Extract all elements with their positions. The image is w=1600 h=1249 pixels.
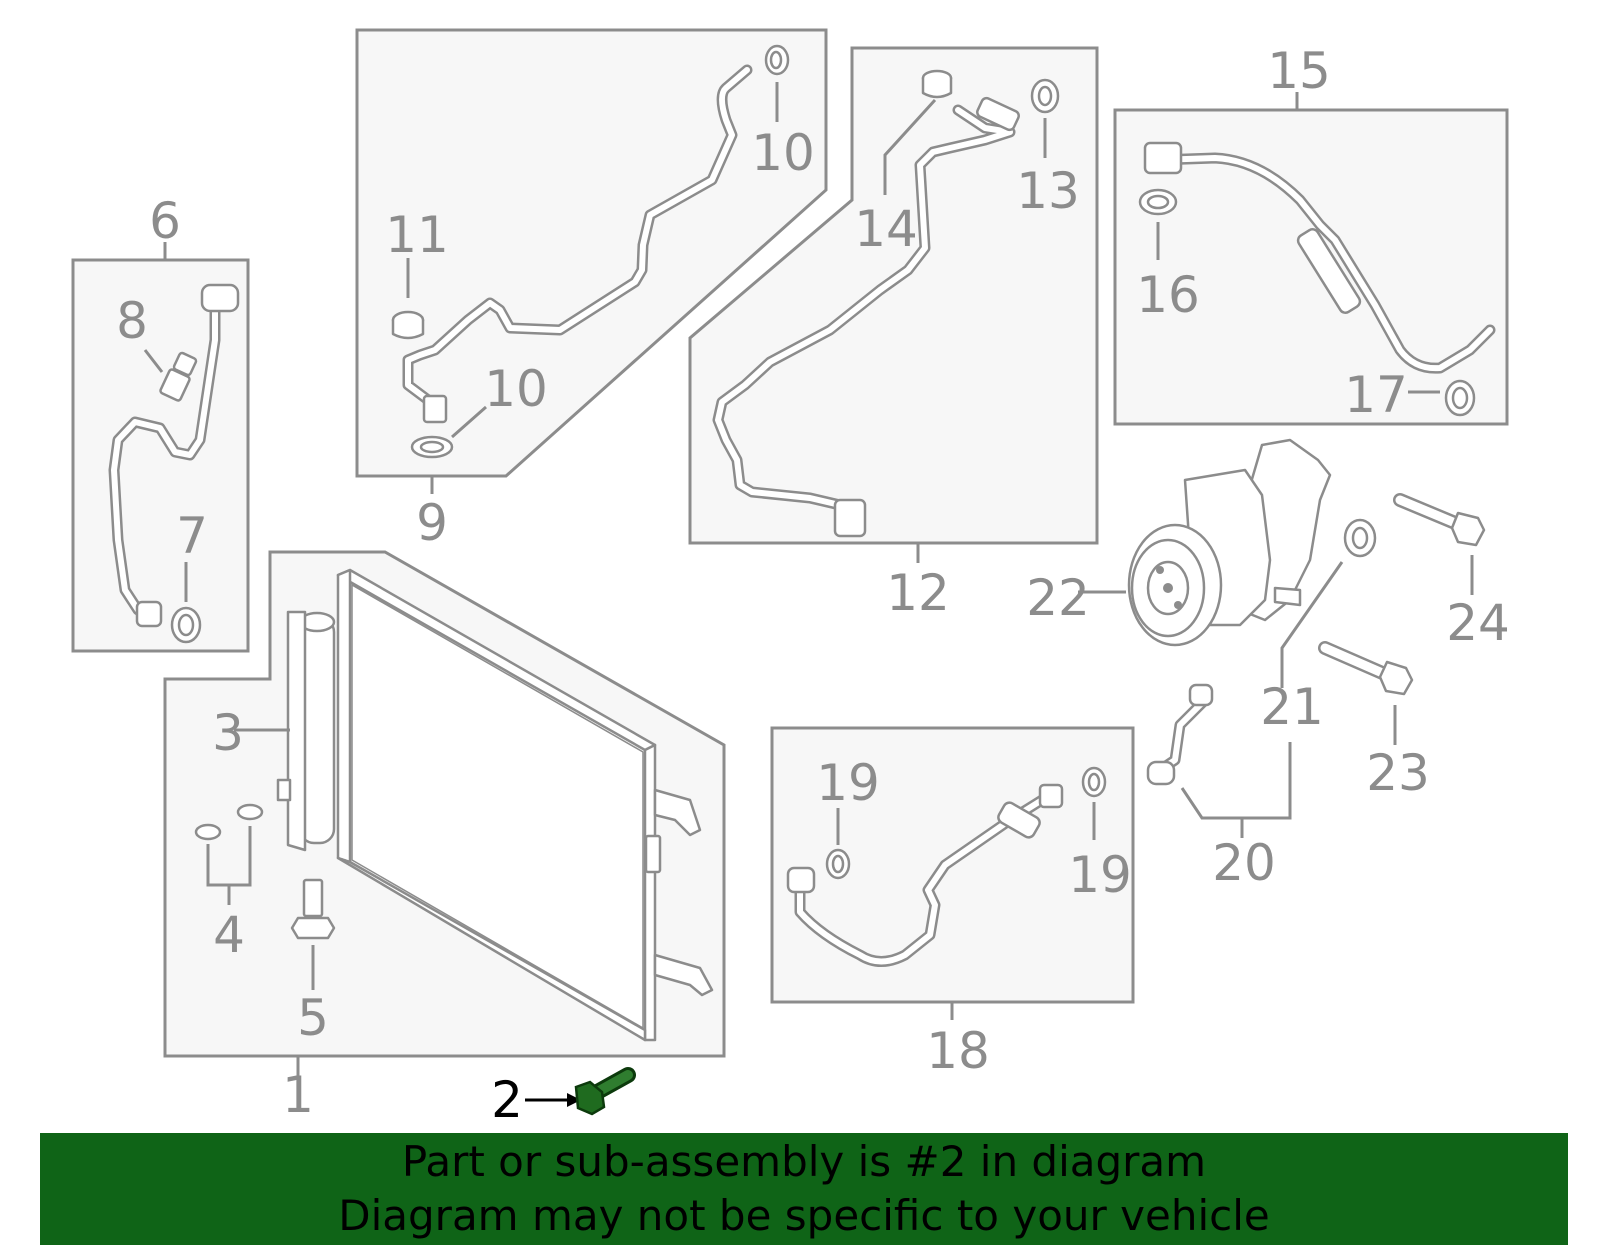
pipe-fitting-icon (1146, 760, 1176, 786)
service-cap-icon (921, 69, 953, 99)
pipe-fitting-icon (422, 394, 448, 424)
bolt-icon (290, 878, 336, 940)
panel-18-hose[interactable]: 19 19 18 (770, 726, 1135, 1080)
callout-15[interactable]: 15 (1267, 42, 1331, 100)
callout-1[interactable]: 1 (282, 1066, 314, 1124)
pipe-fitting-icon (833, 498, 867, 538)
callout-18[interactable]: 18 (926, 1022, 990, 1080)
pipe-fitting-icon (1038, 783, 1064, 809)
callout-11[interactable]: 11 (385, 206, 449, 264)
o-ring-icon (194, 803, 264, 841)
callout-10[interactable]: 10 (484, 360, 548, 418)
callout-16[interactable]: 16 (1136, 266, 1200, 324)
callout-19[interactable]: 19 (816, 754, 880, 812)
callout-20[interactable]: 20 (1212, 834, 1276, 892)
receiver-drier-icon (276, 610, 336, 852)
part-21-o-ring[interactable]: 21 (1260, 518, 1377, 736)
o-ring-icon (410, 435, 454, 459)
panel-15-hose[interactable]: 16 17 15 (1113, 42, 1509, 426)
service-cap-icon (391, 310, 425, 340)
callout-12[interactable]: 12 (886, 564, 950, 622)
o-ring-icon (1030, 78, 1060, 114)
callout-19[interactable]: 19 (1068, 846, 1132, 904)
callout-4[interactable]: 4 (213, 906, 245, 964)
part-23-bolt[interactable]: 23 (1318, 641, 1430, 802)
callout-10[interactable]: 10 (751, 124, 815, 182)
pipe-fitting-icon (786, 866, 816, 894)
banner-line-1: Part or sub-assembly is #2 in diagram (401, 1137, 1207, 1186)
callout-14[interactable]: 14 (854, 200, 918, 258)
hose-sleeve-icon (997, 801, 1041, 839)
callout-8[interactable]: 8 (116, 292, 148, 350)
callout-9[interactable]: 9 (416, 494, 448, 552)
banner-line-2: Diagram may not be specific to your vehi… (338, 1191, 1270, 1240)
o-ring-icon (1138, 188, 1178, 216)
callout-23[interactable]: 23 (1366, 744, 1430, 802)
o-ring-icon (170, 606, 202, 644)
o-ring-icon (1444, 379, 1476, 417)
info-banner: Part or sub-assembly is #2 in diagram Di… (40, 1133, 1568, 1245)
pipe-fitting-icon (1188, 683, 1214, 707)
callout-3[interactable]: 3 (212, 704, 244, 762)
pipe-fitting-icon (200, 283, 240, 313)
callout-24[interactable]: 24 (1446, 594, 1510, 652)
callout-21[interactable]: 21 (1260, 678, 1324, 736)
pressure-sensor-icon (159, 351, 198, 402)
o-ring-icon (825, 766, 1107, 880)
callout-5[interactable]: 5 (297, 989, 329, 1047)
callout-17[interactable]: 17 (1344, 366, 1408, 424)
condenser-icon (336, 568, 714, 1042)
pipe-fitting-icon (976, 96, 1020, 132)
hose-sleeve-icon (1296, 228, 1362, 314)
compressor-22[interactable]: 22 (1026, 438, 1332, 647)
callout-7[interactable]: 7 (176, 507, 208, 565)
pipe-fitting-icon (1143, 141, 1183, 175)
part-2-bolt-selected[interactable]: 2 (491, 1067, 636, 1129)
callout-6[interactable]: 6 (149, 192, 181, 250)
callout-2[interactable]: 2 (491, 1071, 523, 1129)
panel-9-discharge-line[interactable]: 10 11 10 9 (355, 28, 828, 552)
callout-13[interactable]: 13 (1016, 162, 1080, 220)
part-24-bolt[interactable]: 24 (1393, 493, 1510, 652)
part-20-pipe[interactable]: 20 (1146, 683, 1292, 892)
panel-1-condenser[interactable]: 3 4 5 1 (163, 550, 726, 1124)
callout-22[interactable]: 22 (1026, 569, 1090, 627)
panel-6-liquid-line[interactable]: 8 7 6 (71, 192, 250, 653)
pipe-fitting-icon (135, 600, 163, 628)
panel-12-suction-line[interactable]: 14 13 12 (688, 46, 1099, 622)
